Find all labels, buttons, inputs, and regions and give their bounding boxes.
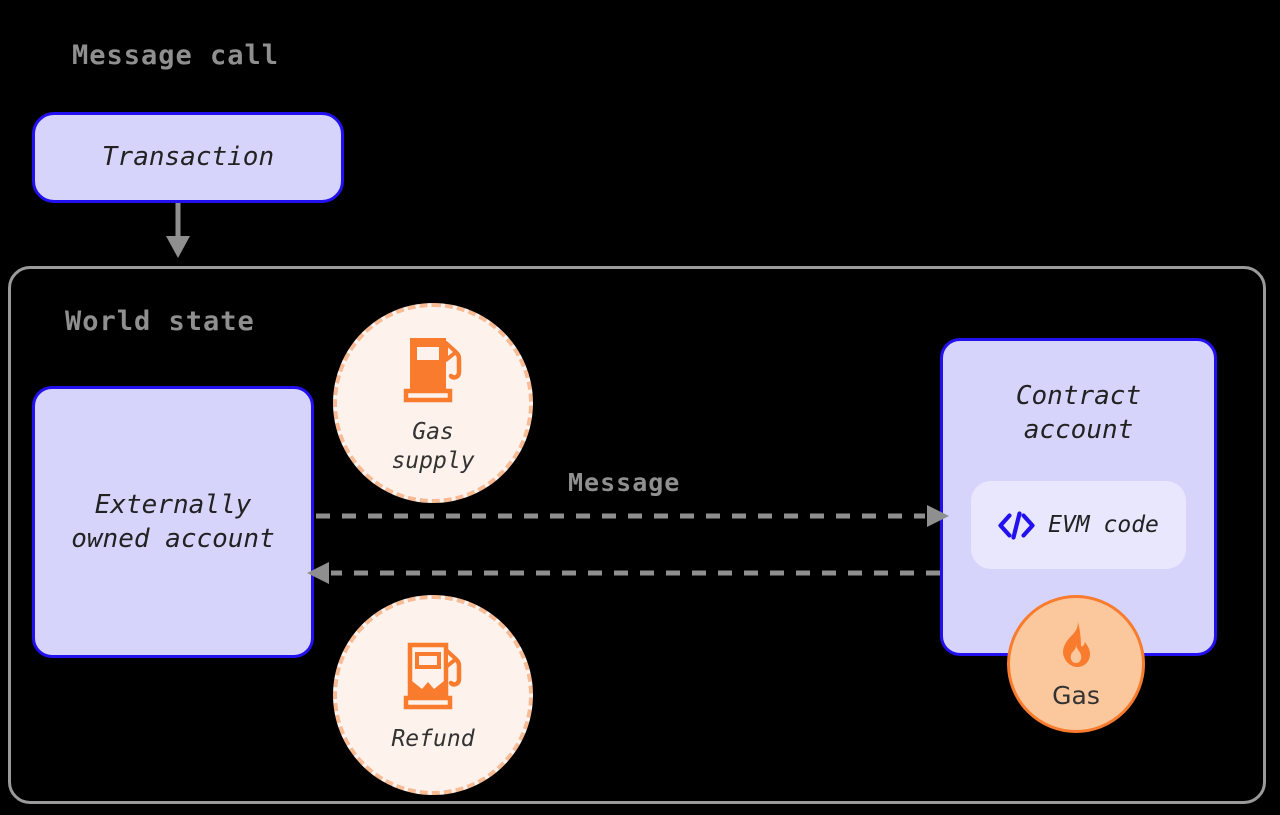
code-brackets-icon (998, 510, 1035, 540)
eoa-label: Externally owned account (71, 489, 275, 554)
gas-badge-label: Gas (1052, 681, 1100, 710)
flame-icon (1047, 618, 1105, 680)
externally-owned-account-node[interactable]: Externally owned account (32, 386, 314, 658)
transaction-label: Transaction (101, 142, 275, 173)
world-state-container (8, 266, 1266, 804)
contract-account-label: Contract account (1015, 381, 1142, 446)
message-call-title: Message call (72, 40, 280, 71)
world-state-title: World state (65, 306, 255, 337)
arrow-transaction-to-world-state (166, 203, 190, 258)
gas-pump-outline-icon (394, 637, 472, 719)
gas-pump-filled-icon (394, 330, 472, 412)
gas-supply-label: Gas supply (391, 419, 475, 474)
evm-code-label: EVM code (1048, 512, 1159, 538)
message-arrow-label: Message (568, 468, 681, 497)
refund-node[interactable]: Refund (333, 595, 533, 795)
gas-supply-node[interactable]: Gas supply (333, 303, 533, 503)
gas-badge[interactable]: Gas (1007, 595, 1145, 733)
transaction-node[interactable]: Transaction (32, 112, 344, 203)
refund-label: Refund (391, 725, 475, 752)
evm-code-chip[interactable]: EVM code (971, 481, 1186, 569)
